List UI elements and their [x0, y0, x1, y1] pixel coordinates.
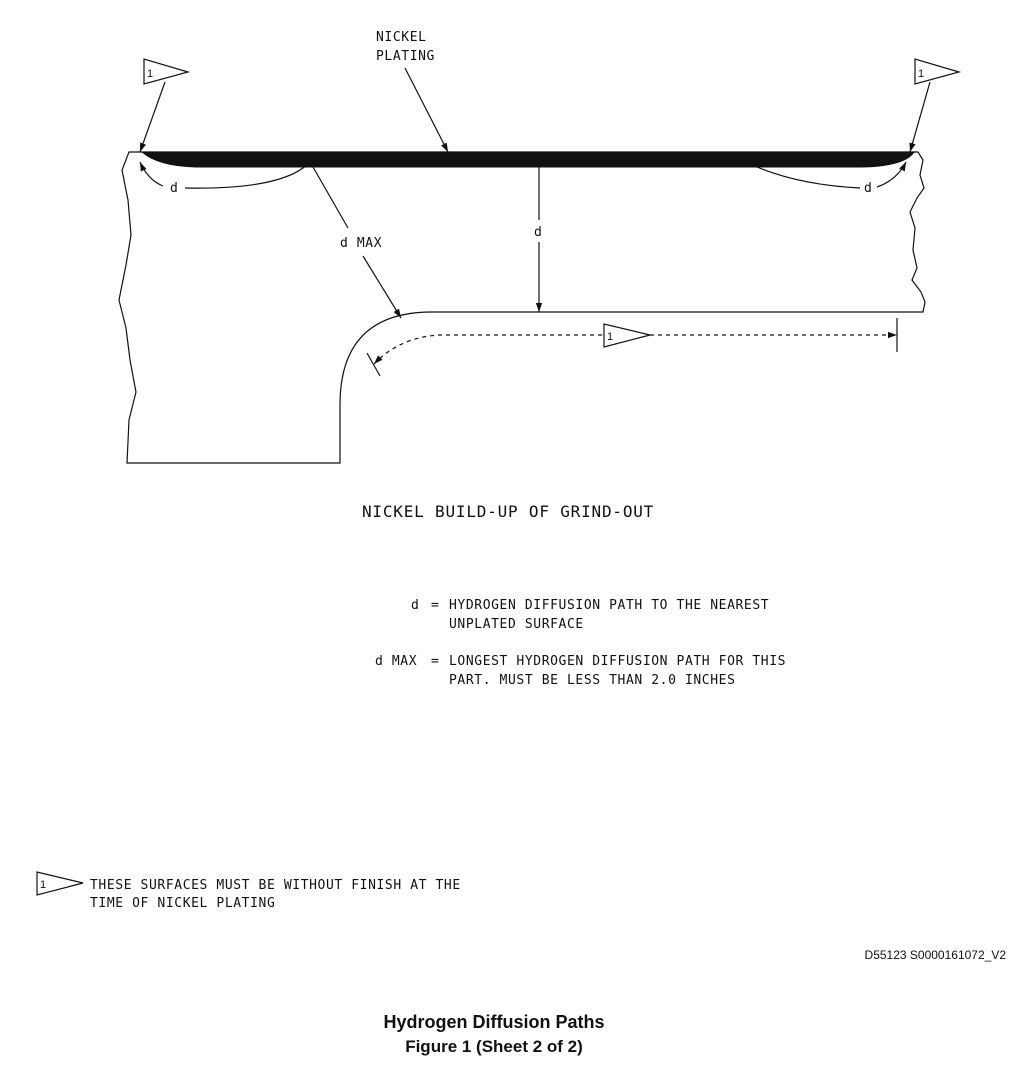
- figure-caption-subtitle: Figure 1 (Sheet 2 of 2): [405, 1037, 583, 1056]
- svg-text:1: 1: [147, 68, 153, 80]
- d-arc-left-right-part: [184, 163, 309, 189]
- nickel-plating-band: [140, 151, 915, 168]
- svg-text:1: 1: [918, 68, 924, 80]
- flag-1-top-left-icon: 1: [143, 58, 191, 85]
- legend-dmax-line1: LONGEST HYDROGEN DIFFUSION PATH FOR THIS: [449, 654, 786, 669]
- d-label-left: d: [170, 181, 178, 196]
- flag-left-leader: [139, 81, 166, 153]
- nickel-plating-leader: [404, 67, 449, 153]
- diagram-title: NICKEL BUILD-UP OF GRIND-OUT: [362, 502, 654, 521]
- nickel-plating-label-line2: PLATING: [376, 49, 435, 64]
- flag-1-dashed-line-icon: 1: [603, 323, 651, 348]
- svg-text:1: 1: [40, 879, 46, 891]
- part-outline: [118, 151, 926, 464]
- d-arc-right: [756, 166, 861, 189]
- flag-1-top-right-icon: 1: [914, 58, 962, 85]
- note-line2: TIME OF NICKEL PLATING: [90, 896, 275, 911]
- nickel-plating-label-line1: NICKEL: [376, 30, 427, 45]
- svg-text:1: 1: [607, 331, 613, 343]
- d-max-label: d MAX: [340, 236, 382, 251]
- legend-d-line2: UNPLATED SURFACE: [449, 617, 584, 632]
- d-arc-right-tip: [876, 161, 907, 188]
- d-label-center: d: [534, 225, 542, 240]
- d-max-leader-top: [312, 166, 349, 229]
- flag-right-leader: [909, 81, 931, 153]
- legend-dmax-line2: PART. MUST BE LESS THAN 2.0 INCHES: [449, 673, 736, 688]
- legend-d-term: d: [411, 598, 419, 613]
- legend-d-line1: HYDROGEN DIFFUSION PATH TO THE NEAREST: [449, 598, 769, 613]
- note-flag-1-icon: 1: [36, 871, 84, 896]
- unfinished-surface-dashed-line: [373, 334, 605, 365]
- legend-dmax-eq: =: [431, 654, 439, 669]
- note-line1: THESE SURFACES MUST BE WITHOUT FINISH AT…: [90, 878, 461, 893]
- drawing-id: D55123 S0000161072_V2: [865, 948, 1007, 962]
- dimension-tick-left: [366, 352, 381, 377]
- legend-d-eq: =: [431, 598, 439, 613]
- d-arc-left: [139, 161, 164, 187]
- d-max-leader-bottom: [362, 255, 402, 319]
- d-label-right: d: [864, 181, 872, 196]
- figure-caption-title: Hydrogen Diffusion Paths: [383, 1012, 604, 1032]
- legend-dmax-term: d MAX: [375, 654, 417, 669]
